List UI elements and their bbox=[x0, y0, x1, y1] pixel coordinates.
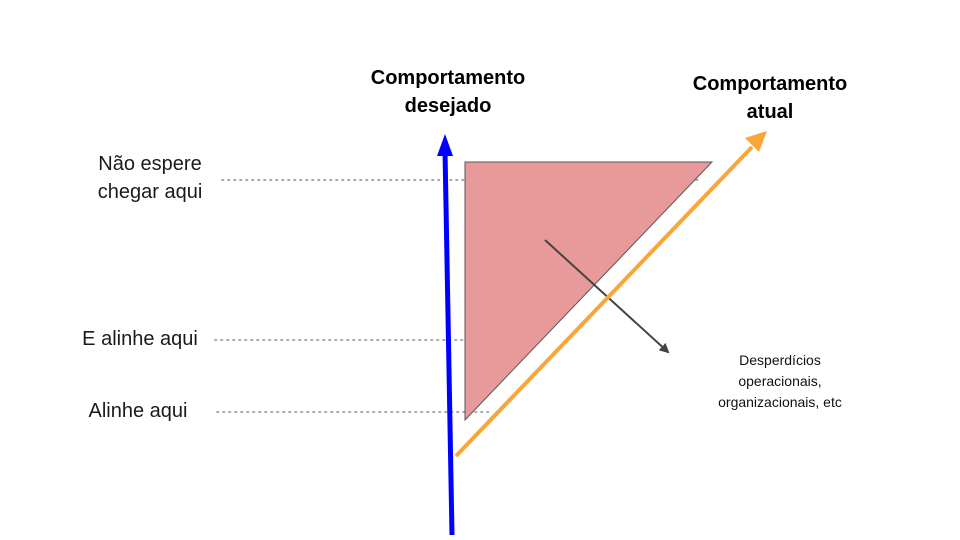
desired-behavior-arrowhead bbox=[437, 134, 453, 156]
level-label-line: Não espere bbox=[98, 153, 202, 175]
desired-behavior-title: Comportamento desejado bbox=[340, 64, 556, 120]
level-label-line: Alinhe aqui bbox=[88, 400, 188, 422]
actual-behavior-arrowhead bbox=[745, 131, 767, 152]
waste-area-triangle bbox=[464, 161, 714, 422]
level-label-line: chegar aqui bbox=[97, 181, 203, 203]
desired-title-line-1: Comportamento bbox=[370, 67, 526, 89]
level-label-line: E alinhe aqui bbox=[82, 328, 198, 350]
actual-behavior-title: Comportamento atual bbox=[662, 70, 878, 126]
waste-note-line-2: operacionais, bbox=[738, 373, 822, 389]
desired-title-line-2: desejado bbox=[404, 95, 492, 117]
desired-behavior-axis bbox=[442, 149, 455, 536]
waste-note-line-3: organizacionais, etc bbox=[718, 394, 842, 410]
level-label-and-align: E alinhe aqui bbox=[60, 325, 220, 353]
level-label-dont-wait: Não espere chegar aqui bbox=[70, 150, 230, 206]
waste-note-line-1: Desperdícios bbox=[739, 352, 821, 368]
actual-title-line-1: Comportamento bbox=[692, 73, 848, 95]
actual-behavior-axis bbox=[454, 145, 754, 458]
level-label-align: Alinhe aqui bbox=[58, 397, 218, 425]
actual-title-line-2: atual bbox=[746, 101, 794, 123]
waste-note: Desperdícios operacionais, organizaciona… bbox=[680, 350, 880, 413]
